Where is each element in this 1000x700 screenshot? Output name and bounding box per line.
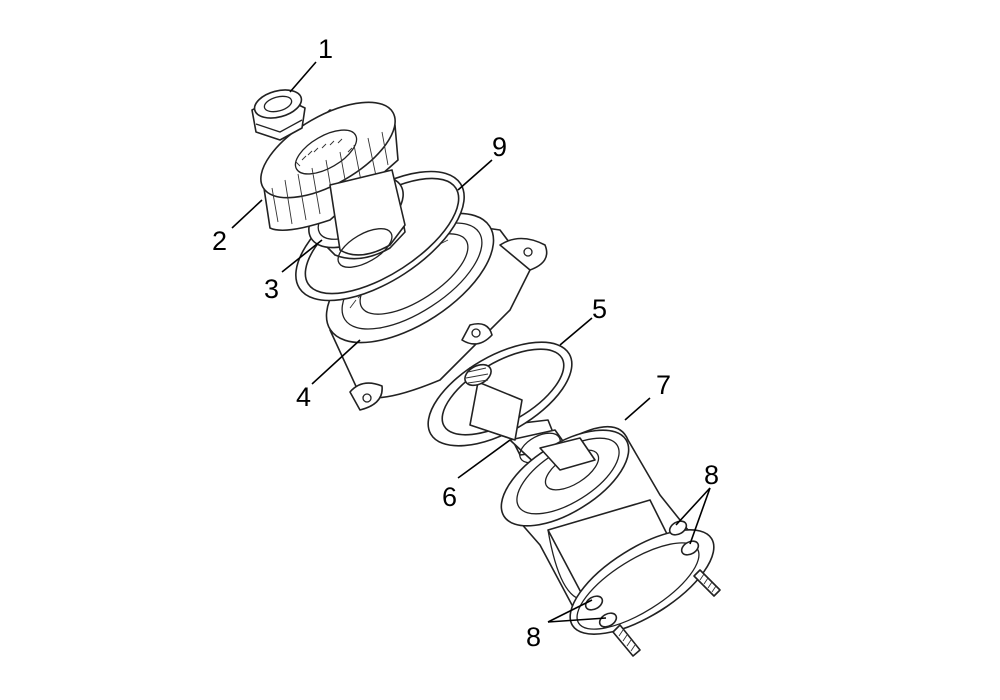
leader-7 [624, 397, 651, 421]
leader-8a-2 [689, 487, 711, 545]
part-7-housing [500, 425, 721, 657]
part-8-fasteners [584, 520, 700, 628]
leader-8b-2 [547, 617, 607, 623]
callout-8-upper: 8 [704, 460, 719, 490]
leader-9 [457, 159, 493, 191]
callout-8-lower: 8 [526, 622, 541, 652]
leader-3 [281, 239, 323, 273]
leader-1 [289, 61, 317, 93]
callouts: 1 2 3 4 5 6 7 8 8 9 [212, 34, 719, 652]
part-2-bevel-gear [260, 101, 406, 268]
leader-4 [311, 339, 361, 385]
part-1-nut [251, 89, 306, 141]
callout-1: 1 [318, 34, 333, 64]
leader-8b-1 [547, 599, 593, 623]
leader-8a-1 [675, 487, 711, 526]
leader-6 [457, 439, 511, 479]
callout-6: 6 [442, 482, 457, 512]
callout-2: 2 [212, 226, 227, 256]
part-5-ring [427, 341, 573, 447]
callout-5: 5 [592, 294, 607, 324]
callout-3: 3 [264, 274, 279, 304]
callout-4: 4 [296, 382, 311, 412]
leader-lines [231, 61, 711, 623]
part-4-bearing-housing [325, 212, 548, 411]
leader-2 [231, 199, 263, 229]
leader-5 [559, 317, 593, 346]
callout-7: 7 [656, 370, 671, 400]
callout-9: 9 [492, 132, 507, 162]
